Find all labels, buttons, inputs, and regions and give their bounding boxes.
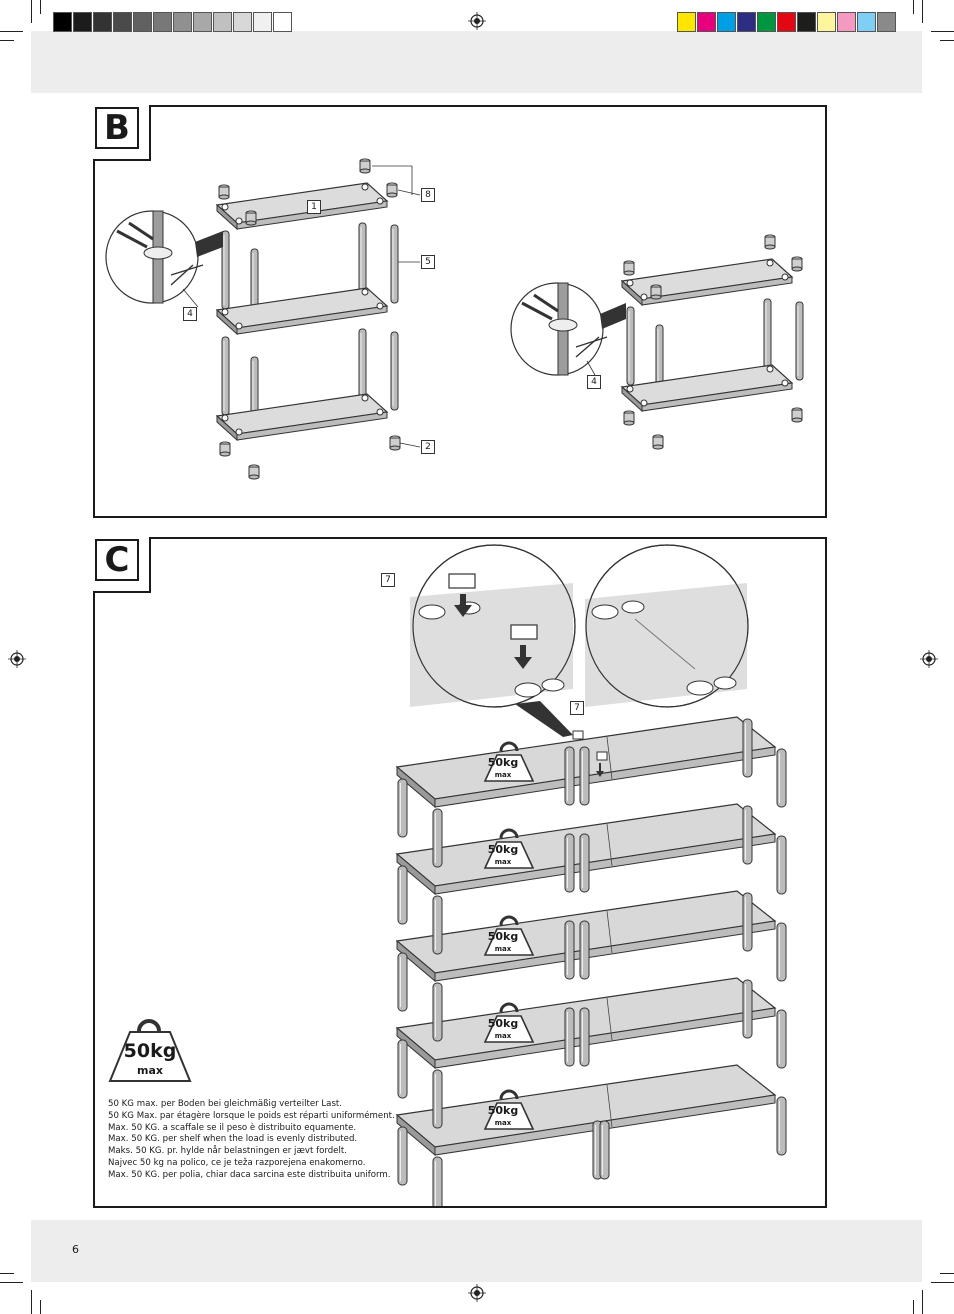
load-note: 50 KG max. per Boden bei gleichmäßig ver… bbox=[108, 1099, 343, 1109]
crop-mark bbox=[913, 0, 914, 14]
step-b-panel: B bbox=[93, 105, 827, 518]
step-b-label: B bbox=[95, 107, 139, 149]
color-swatch bbox=[253, 12, 272, 32]
crop-mark bbox=[940, 1273, 954, 1274]
crop-mark bbox=[922, 1290, 923, 1314]
color-swatch bbox=[857, 12, 876, 32]
color-swatch bbox=[73, 12, 92, 32]
crop-mark bbox=[0, 1282, 23, 1283]
greyscale-color-bar bbox=[53, 12, 293, 32]
step-c-panel: C bbox=[93, 537, 827, 1208]
crop-mark bbox=[931, 31, 954, 32]
color-swatch bbox=[133, 12, 152, 32]
color-swatch bbox=[837, 12, 856, 32]
crop-mark bbox=[0, 1273, 14, 1274]
color-swatch bbox=[777, 12, 796, 32]
color-swatch bbox=[213, 12, 232, 32]
crop-mark bbox=[0, 31, 23, 32]
crop-mark bbox=[40, 0, 41, 14]
load-note: Najvec 50 kg na polico, ce je teža razpo… bbox=[108, 1157, 366, 1168]
crop-mark bbox=[913, 1300, 914, 1314]
color-swatch bbox=[53, 12, 72, 32]
top-print-band bbox=[31, 31, 922, 93]
registration-mark-icon bbox=[920, 650, 938, 668]
crop-mark bbox=[922, 0, 923, 23]
crop-mark bbox=[0, 40, 14, 41]
load-note: Maks. 50 KG. pr. hylde når belastningen … bbox=[108, 1146, 347, 1157]
callout-part-7: 7 bbox=[570, 701, 584, 715]
callout-part-8: 8 bbox=[421, 188, 435, 202]
color-swatch bbox=[233, 12, 252, 32]
color-swatch bbox=[173, 12, 192, 32]
callout-part-4: 4 bbox=[183, 307, 197, 321]
max-load-notes: 50 KG max. per Boden bei gleichmäßig ver… bbox=[108, 1099, 395, 1182]
color-swatch bbox=[93, 12, 112, 32]
load-note: Max. 50 KG. a scaffale se il peso è dist… bbox=[108, 1122, 357, 1133]
callout-part-4: 4 bbox=[587, 375, 601, 389]
step-b-illustration bbox=[105, 158, 804, 480]
load-note: Max. 50 KG. per polia, chiar daca sarcin… bbox=[108, 1169, 391, 1180]
color-swatch bbox=[717, 12, 736, 32]
callout-part-2: 2 bbox=[421, 440, 435, 454]
step-c-illustration bbox=[108, 544, 787, 1206]
color-swatch bbox=[797, 12, 816, 32]
crop-mark bbox=[31, 1290, 32, 1314]
color-swatch bbox=[193, 12, 212, 32]
callout-part-5: 5 bbox=[421, 255, 435, 269]
registration-mark-icon bbox=[468, 12, 486, 30]
color-swatch bbox=[273, 12, 292, 32]
load-note: Max. 50 KG. per shelf when the load is e… bbox=[108, 1134, 358, 1145]
step-b-tab: B bbox=[93, 105, 151, 161]
load-note: 50 KG Max. par étagère lorsque le poids … bbox=[108, 1110, 395, 1121]
process-color-bar bbox=[677, 12, 897, 32]
crop-mark bbox=[931, 1282, 954, 1283]
registration-mark-icon bbox=[8, 650, 26, 668]
color-swatch bbox=[757, 12, 776, 32]
registration-mark-icon bbox=[468, 1284, 486, 1302]
step-c-label: C bbox=[95, 539, 139, 581]
color-swatch bbox=[113, 12, 132, 32]
color-swatch bbox=[817, 12, 836, 32]
callout-part-1: 1 bbox=[307, 200, 321, 214]
bottom-print-band bbox=[31, 1220, 922, 1282]
color-swatch bbox=[677, 12, 696, 32]
color-swatch bbox=[877, 12, 896, 32]
callout-part-7: 7 bbox=[381, 573, 395, 587]
step-c-tab: C bbox=[93, 537, 151, 593]
crop-mark bbox=[40, 1300, 41, 1314]
crop-mark bbox=[940, 40, 954, 41]
crop-mark bbox=[31, 0, 32, 23]
color-swatch bbox=[153, 12, 172, 32]
color-swatch bbox=[697, 12, 716, 32]
page-number: 6 bbox=[72, 1243, 79, 1256]
color-swatch bbox=[737, 12, 756, 32]
